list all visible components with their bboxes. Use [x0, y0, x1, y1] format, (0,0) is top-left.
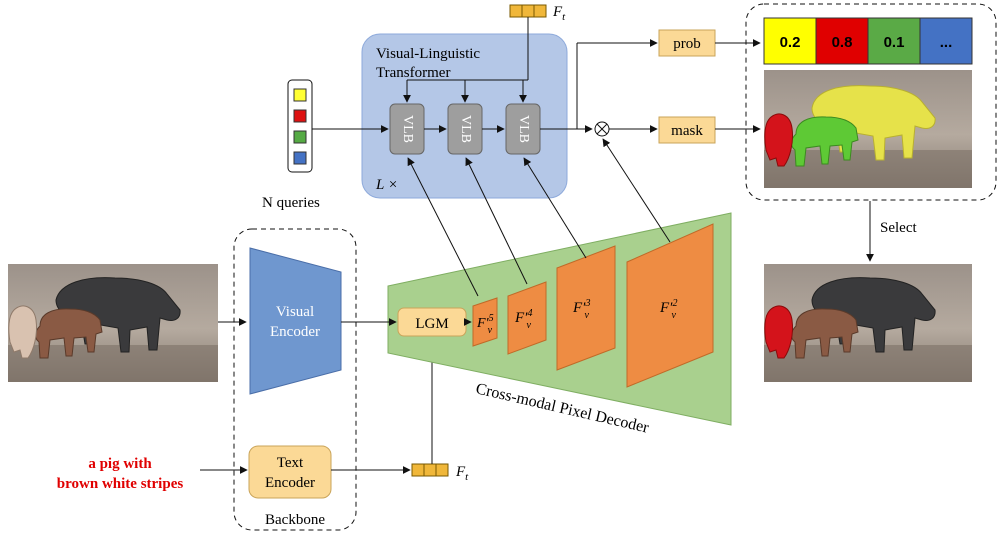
lgm-box: LGM [397, 307, 467, 337]
mask-result-image [764, 70, 972, 188]
query-text-line1: a pig with [88, 456, 152, 472]
photo-red-piglet [764, 305, 793, 359]
mask-box: mask [658, 116, 716, 144]
referring-expression: a pig with brown white stripes [57, 456, 184, 492]
prob-box: prob [658, 29, 716, 57]
text-feature-distribution [403, 17, 529, 103]
backbone-label: Backbone [265, 512, 325, 528]
text-feature-label: Ft [552, 4, 566, 23]
prob-value-4: ... [940, 34, 953, 51]
transformer-title-line1: Visual-Linguistic [376, 46, 480, 62]
text-feature-token-top: Ft [509, 4, 566, 23]
prob-value-3: 0.1 [884, 34, 905, 51]
probability-bar: 0.2 0.8 0.1 ... [763, 17, 973, 65]
visual-encoder: Visual Encoder [249, 247, 342, 395]
query-swatch-2 [293, 109, 307, 123]
query-text-line2: brown white stripes [57, 476, 184, 492]
text-feature-label: Ft [455, 464, 469, 483]
text-encoder-line2: Encoder [265, 475, 315, 491]
prob-value-1: 0.2 [780, 34, 801, 51]
selected-result-image [764, 264, 972, 382]
text-feature-token-bottom: Ft [411, 463, 469, 483]
prob-value-2: 0.8 [832, 34, 853, 51]
input-brown-pig [34, 308, 103, 359]
queries-label: N queries [262, 195, 320, 211]
backbone-panel [233, 228, 357, 531]
text-encoder-line1: Text [277, 455, 304, 471]
feature-to-transformer-arrows [407, 138, 671, 297]
multiply-operator [594, 121, 610, 137]
vlb-block-2: VLB [447, 103, 483, 155]
vlb-label: VLB [516, 115, 531, 143]
prob-cell-4 [919, 17, 973, 65]
mask-label: mask [671, 123, 703, 139]
vlb-block-1: VLB [389, 103, 425, 155]
visual-encoder-line2: Encoder [270, 324, 320, 340]
input-image [8, 264, 218, 382]
prob-cell-1 [763, 17, 817, 65]
query-swatch-1 [293, 88, 307, 102]
layers-label: L × [375, 177, 398, 193]
text-encoder: Text Encoder [248, 445, 332, 499]
query-swatch-3 [293, 130, 307, 144]
input-white-piglet [8, 305, 37, 359]
prob-cell-3 [867, 17, 921, 65]
mask-red-piglet [764, 113, 793, 167]
lgm-label: LGM [415, 316, 448, 332]
transformer-title-line2: Transformer [376, 65, 450, 81]
mask-green-pig [790, 116, 859, 167]
select-label: Select [880, 220, 917, 236]
query-swatch-4 [293, 151, 307, 165]
vlb-label: VLB [400, 115, 415, 143]
photo-brown-pig [790, 308, 859, 359]
visual-encoder-line1: Visual [276, 304, 314, 320]
vlb-label: VLB [458, 115, 473, 143]
queries-stack: N queries [262, 79, 320, 211]
transformer-output-lines [540, 39, 658, 133]
prob-label: prob [673, 36, 701, 52]
vlb-block-3: VLB [505, 103, 541, 155]
